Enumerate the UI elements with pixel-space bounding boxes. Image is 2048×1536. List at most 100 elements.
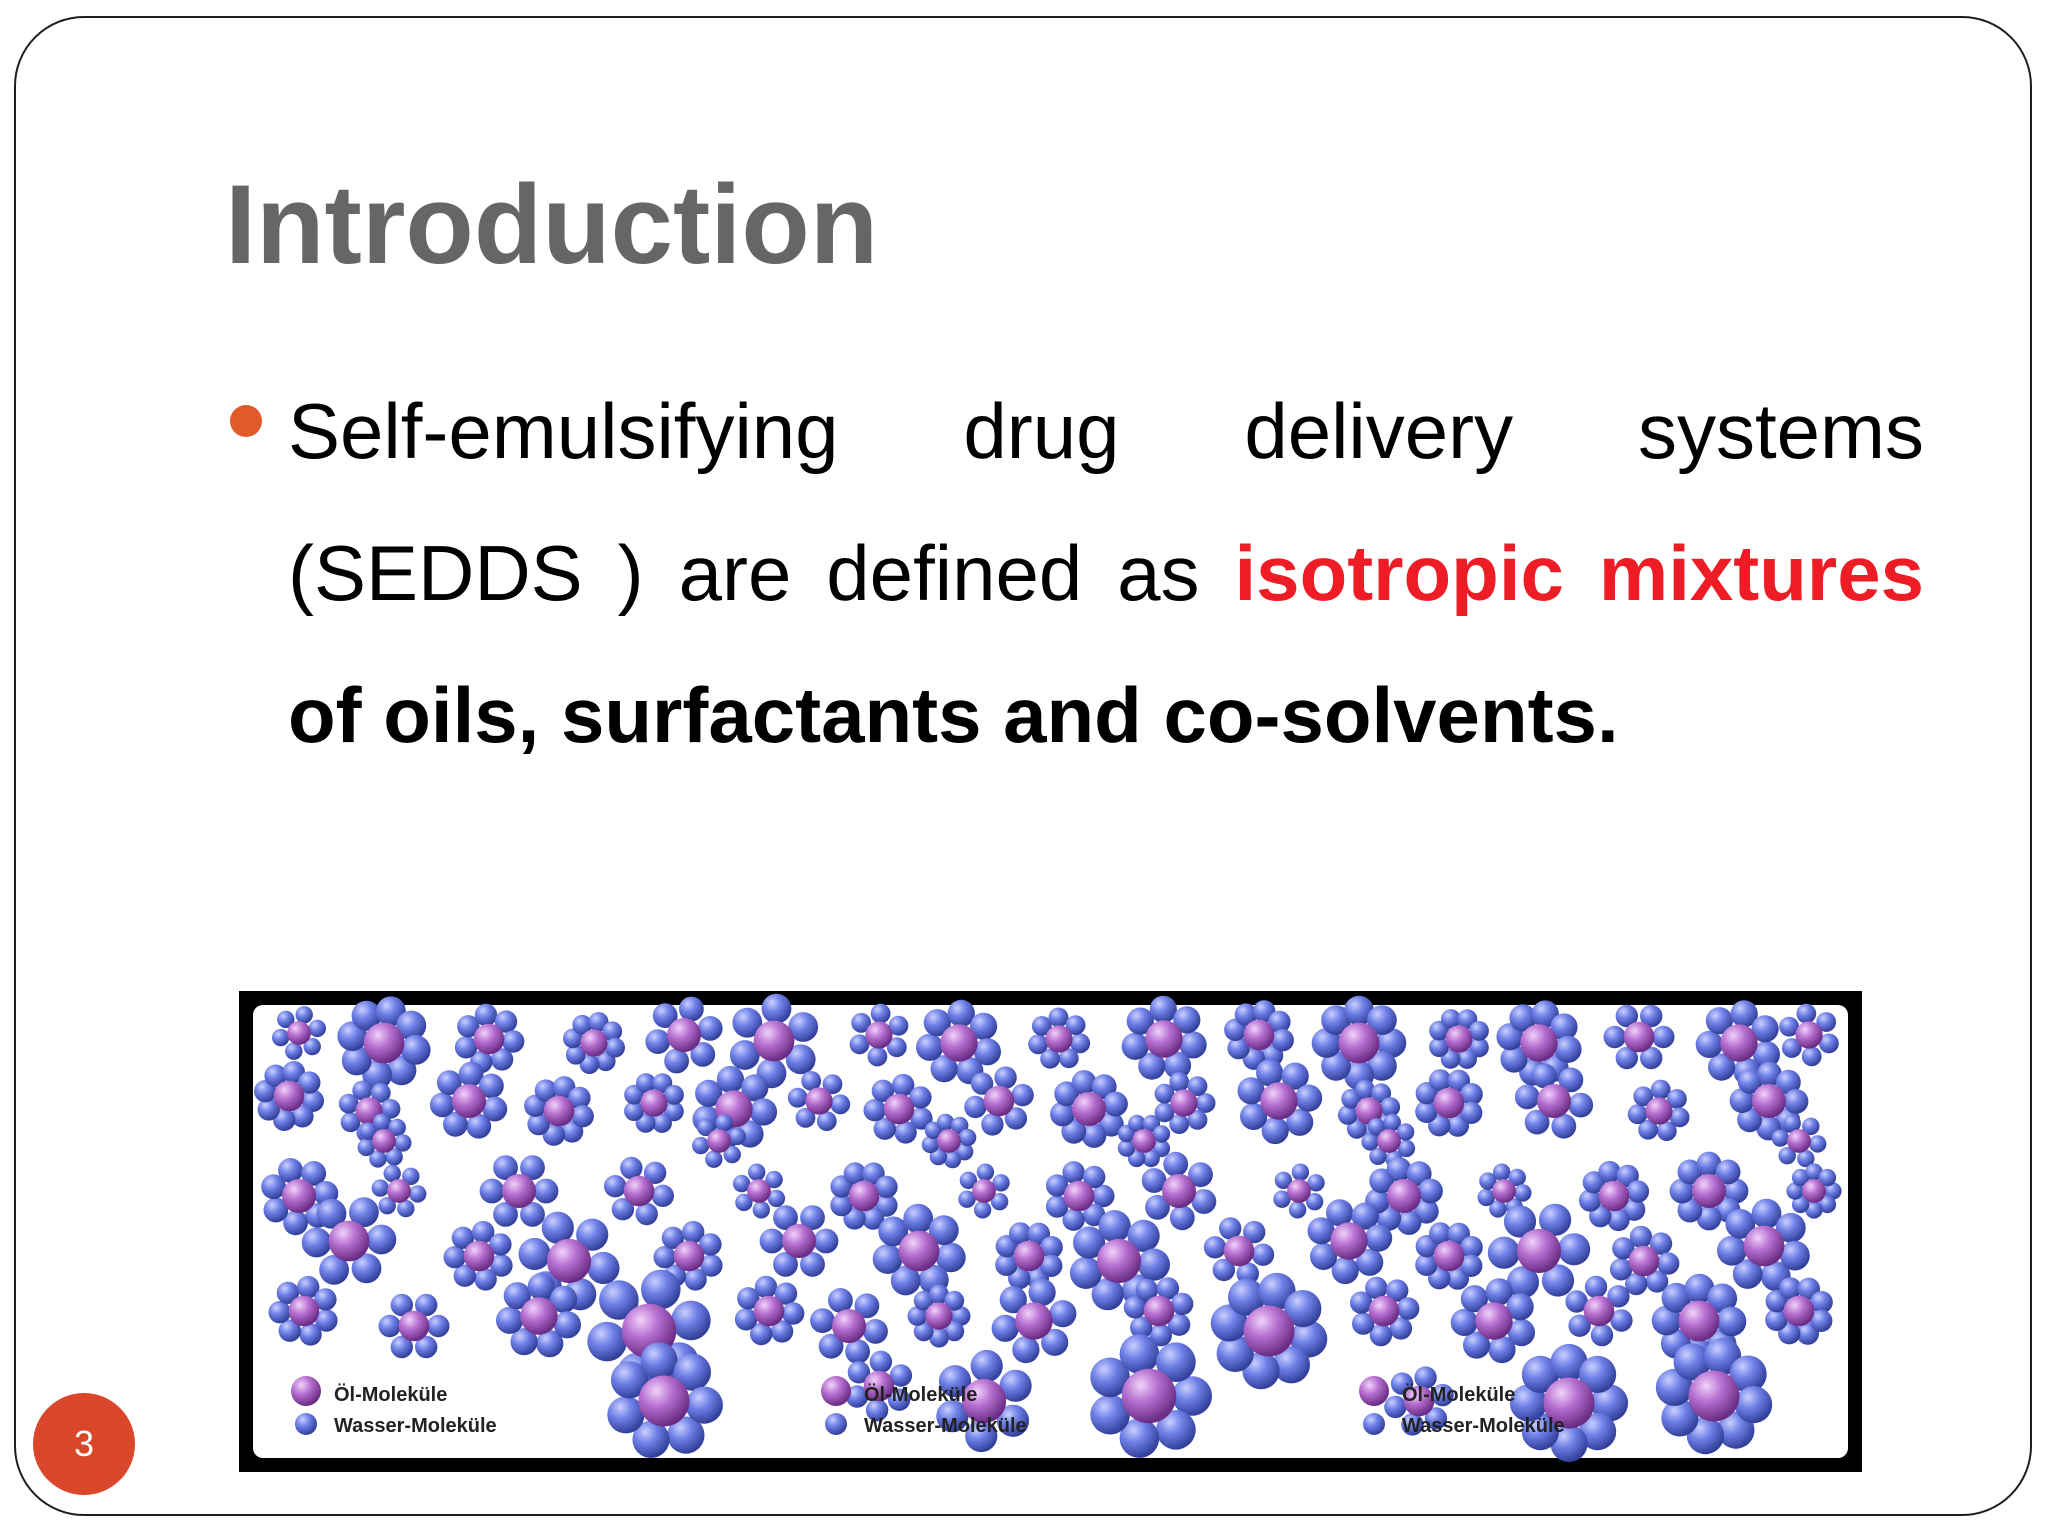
water-molecule [1380,1097,1401,1117]
water-molecule [1321,1051,1351,1081]
water-molecule [1028,1034,1048,1055]
oil-molecule [638,1375,690,1427]
water-molecule [1677,1197,1703,1223]
molecule-cluster [429,1061,508,1139]
oil-molecule [1802,1179,1826,1203]
molecule-cluster [1154,1072,1216,1134]
water-molecule [795,1107,816,1128]
water-molecule [1156,1342,1196,1382]
water-molecule [587,1251,620,1285]
water-molecule [1521,1413,1559,1451]
water-molecule [527,1272,555,1300]
water-molecule [1295,1084,1323,1112]
water-molecule [502,1030,525,1053]
oil-molecule [1013,1240,1045,1272]
molecule-cluster [872,1203,966,1296]
oil-molecule [1628,1245,1660,1277]
molecule-cluster [1603,1004,1675,1070]
water-molecule [1240,1102,1268,1130]
water-molecule [1638,1119,1658,1140]
molecule-cluster [1237,1059,1323,1145]
legend-1: Öl-Moleküle Wasser-Moleküle [291,1376,497,1437]
molecule-cluster [1361,1113,1416,1168]
water-molecule [976,1163,995,1181]
oil-molecule [961,1378,1007,1424]
water-molecule [1040,1236,1063,1259]
molecule-cluster [604,1156,674,1226]
oil-molecule [848,1180,880,1212]
bullet-dot-icon [230,405,262,437]
oil-molecule [883,1093,915,1125]
water-molecule [907,1306,928,1326]
water-molecule [490,1254,513,1277]
water-molecule [787,1087,808,1108]
molecule-cluster [1415,1069,1483,1137]
water-molecule [371,1179,389,1197]
water-molecule [451,1226,475,1249]
water-molecule [1779,1277,1802,1300]
water-molecule [314,1288,337,1311]
water-molecule [264,1064,287,1087]
water-molecule [1695,1030,1723,1058]
water-molecule [443,1246,466,1269]
molecule-cluster [1429,1009,1489,1069]
molecule-cluster [1578,1160,1650,1232]
water-molecule [1187,1110,1208,1130]
water-molecule [520,1155,545,1180]
oil-molecule [1475,1302,1513,1340]
water-molecule [1645,1270,1669,1293]
water-molecule [278,1319,301,1342]
oil-molecule [1338,1022,1380,1064]
oil-molecule [623,1175,655,1207]
bullet-highlight: isotropic mixtures [1234,529,1924,617]
water-molecule [748,1163,766,1181]
water-molecule [277,1010,295,1029]
water-molecule [1824,1182,1842,1200]
water-molecule [496,1306,524,1334]
oil-molecule [805,1087,833,1115]
water-molecule [1707,1283,1738,1314]
molecule-cluster [378,1293,450,1359]
molecule-cluster [1765,1277,1833,1345]
bullet-text: Self-emulsifying drug delivery systems (… [288,360,1924,786]
oil-molecule [1260,1082,1298,1120]
water-molecule [632,1420,670,1458]
water-molecule [1615,1046,1639,1070]
water-molecule [283,1210,308,1236]
water-molecule [667,1416,705,1454]
water-molecule [378,1314,401,1338]
water-molecule [1028,1278,1056,1306]
water-molecule [916,1033,944,1061]
water-molecule [443,1111,468,1137]
water-molecule [369,1150,387,1168]
oil-molecule [1368,1295,1400,1327]
water-molecule [1514,1184,1532,1202]
water-molecule [1040,1048,1060,1069]
water-molecule [875,1175,898,1199]
water-molecule [1389,1317,1413,1340]
water-molecule [673,1353,711,1391]
water-molecule [929,1327,949,1348]
water-molecule [1361,1133,1379,1151]
water-molecule [1356,1248,1384,1276]
water-molecule [510,1328,538,1356]
water-molecule [923,1009,951,1037]
water-molecule [1640,1004,1663,1028]
water-molecule [867,1046,888,1067]
oil-molecule [1072,1092,1106,1126]
water-molecule [950,1306,971,1326]
water-molecule [373,1113,391,1131]
water-molecule [490,1048,514,1071]
molecule-cluster [496,1272,581,1358]
water-molecule [457,1015,480,1038]
molecule-cluster [1487,1203,1591,1299]
oil-molecule [1520,1024,1558,1062]
molecule-cluster [845,1350,913,1422]
water-molecule [370,1083,391,1103]
oil-molecule [520,1297,558,1335]
water-molecule [1802,1117,1820,1135]
water-molecule [1179,1031,1207,1059]
water-molecule [1781,1038,1802,1058]
water-molecule [1485,1278,1513,1306]
water-molecule [1705,1007,1733,1035]
